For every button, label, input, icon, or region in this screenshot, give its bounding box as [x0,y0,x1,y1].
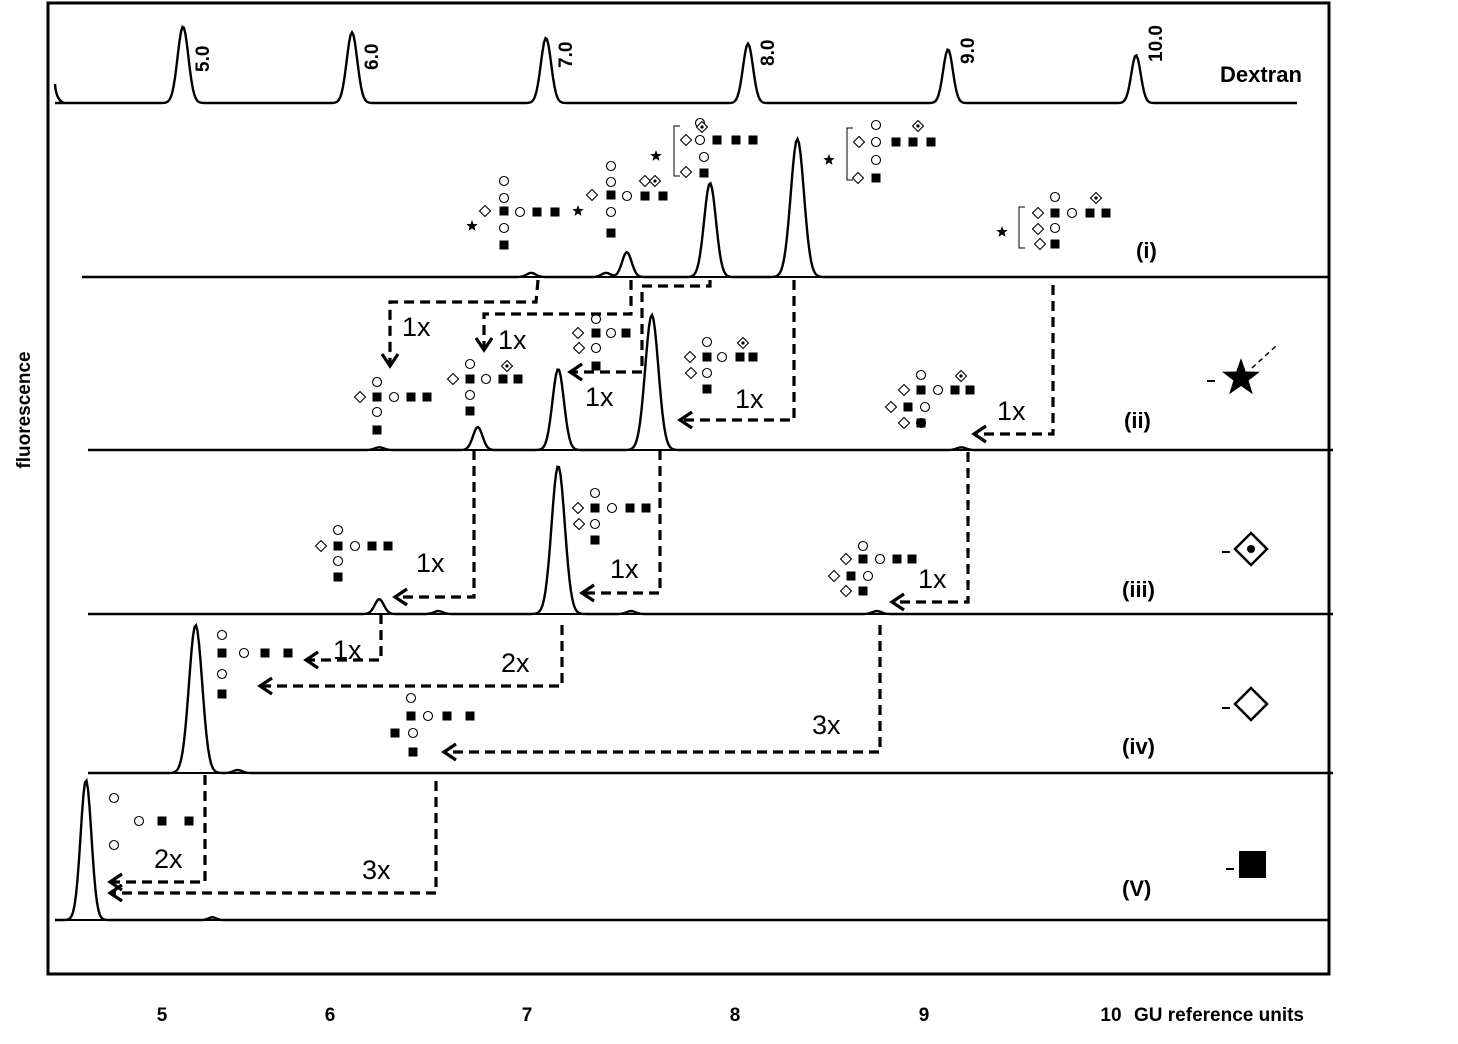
glycan-structure-v [108,792,194,851]
dextran-peak-labels: 5.0 6.0 7.0 8.0 9.0 10.0 [193,25,1167,72]
digestion-arrows: 1x 1x 1x 1x 1x 1x 1x 1x 1x 2x 3x 2x 3x [107,279,1055,903]
glycan-structure-fuc-biantennary [466,175,560,250]
enzyme-symbols [1207,345,1277,878]
dextran-peak-label: 9.0 [958,38,979,64]
glycan-structure-fuc-tetra [996,191,1111,251]
digestion-arrow: 1x [567,280,712,412]
digestion-arrow: 1x [579,450,662,603]
galactose-diamond-icon [1233,686,1269,722]
trace-panel-v [55,777,1329,922]
panel-label-i: (i) [1136,238,1157,263]
digestion-count-label: 3x [362,855,391,885]
glycan-structure-ii-c [571,313,631,371]
panel-separators: (i) (ii) (iii) (iv) (V) [55,238,1333,921]
glycan-structure-ii-a [353,376,432,435]
dextran-trace [55,25,1297,105]
digestion-arrow: 1x [889,452,970,612]
x-tick-label: 5 [157,1005,168,1026]
digestion-count-label: 1x [585,382,614,412]
panel-label-iii: (iii) [1122,577,1155,602]
x-axis-ticks: 5 6 7 8 9 10 [157,1005,1122,1026]
dextran-peak-label: 5.0 [193,46,214,72]
x-tick-label: 10 [1100,1005,1121,1026]
trace-panel-i [82,136,1329,279]
arrowhead [107,883,123,903]
arrowhead [567,362,583,382]
glycan-structure-iii-a [314,524,393,582]
chromatogram-traces [53,25,1333,922]
glycan-structure-iii-b [571,487,651,545]
plot-frame [46,1,1331,976]
arrowhead [889,592,905,612]
x-tick-label: 9 [919,1005,930,1026]
digestion-count-label: 1x [402,312,431,342]
glycan-structure-fuc-sialylated [572,160,668,238]
digestion-arrow: 1x [380,279,540,369]
arrowhead [474,337,494,353]
dextran-peak-label: 8.0 [758,40,779,66]
digestion-arrow: 3x [107,781,438,903]
trace-panel-ii [88,312,1333,452]
y-axis-label: fluorescence [14,351,35,468]
glycan-structure-ii-b [446,358,523,416]
dextran-peak-label: 10.0 [1146,25,1167,62]
arrowhead [677,410,693,430]
digestion-count-label: 1x [498,325,527,355]
glycan-structure-iv-a [216,629,293,699]
glycan-structures [108,117,1111,851]
glycan-structure-fuc-tri-sialylated [823,119,936,185]
digestion-arrow: 2x [107,775,207,892]
glycan-structure-ii-e [884,369,975,430]
arrowhead [971,424,987,444]
digestion-count-label: 2x [154,844,183,874]
dextran-trace-start [53,83,65,105]
dextran-series-label: Dextran [1220,62,1302,87]
digestion-arrow: 1x [971,285,1055,444]
panel-label-v: (V) [1122,876,1151,901]
glcnac-square-icon [1239,851,1266,878]
glycan-structure-iii-c [827,540,917,598]
trace-panel-iii [88,465,1333,616]
arrowhead [303,650,319,670]
trace-panel-iv [88,622,1333,775]
digestion-count-label: 1x [610,554,639,584]
x-axis-label: GU reference units [1134,1005,1304,1026]
digestion-count-label: 1x [918,564,947,594]
digestion-count-label: 1x [997,396,1026,426]
glycan-structure-fuc-triantennary [650,117,758,179]
fucose-star-icon [1222,358,1260,395]
x-tick-label: 7 [522,1005,533,1026]
digestion-count-label: 1x [735,384,764,414]
digestion-arrow: 3x [441,625,882,762]
dextran-peak-label: 7.0 [556,42,577,68]
digestion-count-label: 1x [333,635,362,665]
panel-label-ii: (ii) [1124,408,1151,433]
digestion-count-label: 1x [416,548,445,578]
dextran-peak-label: 6.0 [362,44,383,70]
digestion-arrow: 1x [392,450,476,607]
glycan-structure-iv-b [390,692,475,757]
digestion-count-label: 2x [501,648,530,678]
x-tick-label: 6 [325,1005,336,1026]
digestion-count-label: 3x [812,710,841,740]
arrowhead [257,676,273,696]
digestion-arrow: 1x [303,614,383,670]
arrowhead [392,587,408,607]
digestion-arrow: 1x [474,280,633,355]
arrowhead [579,583,595,603]
arrowhead [441,742,457,762]
glycan-structure-ii-d [683,336,758,394]
digestion-arrow: 1x [677,280,796,430]
arrowhead [380,353,400,369]
digestion-arrow: 2x [257,625,564,696]
panel-label-iv: (iv) [1122,734,1155,759]
x-tick-label: 8 [730,1005,741,1026]
